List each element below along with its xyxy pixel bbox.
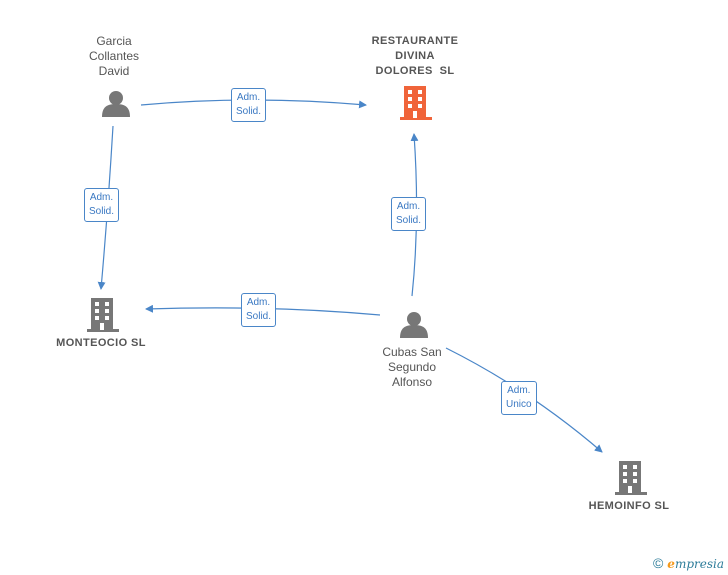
label-line: Solid. xyxy=(89,206,115,217)
copyright-symbol: © xyxy=(652,555,664,571)
edge-label-cubas-monteocio: Adm. Solid. xyxy=(241,293,277,327)
label-line: Unico xyxy=(506,399,532,410)
label-line: Adm. xyxy=(507,385,531,396)
label-line: Segundo xyxy=(387,360,437,374)
company-label-hemoinfo[interactable]: HEMOINFO SL xyxy=(574,499,684,514)
edge-label-cubas-hemoinfo: Adm. Unico xyxy=(501,381,537,415)
label-line: Solid. xyxy=(236,106,262,117)
label-line: DIVINA xyxy=(395,50,435,62)
label-line: RESTAURANTE xyxy=(371,35,459,47)
company-label-monteocio[interactable]: MONTEOCIO SL xyxy=(40,336,162,351)
label-line: Cubas San xyxy=(382,345,442,359)
brand-logo-rest: mpresia xyxy=(674,557,724,571)
footer-brand[interactable]: ©empresia xyxy=(653,555,724,571)
building-icon[interactable] xyxy=(87,298,119,332)
building-icon[interactable] xyxy=(400,86,432,120)
label-line: Adm. xyxy=(246,297,271,308)
company-label-restaurante[interactable]: RESTAURANTE DIVINA DOLORES SL xyxy=(350,34,480,79)
label-line: DOLORES SL xyxy=(375,65,455,77)
person-icon[interactable] xyxy=(400,312,428,338)
label-line: Solid. xyxy=(396,215,422,226)
label-line: Adm. xyxy=(396,201,421,212)
label-line: Solid. xyxy=(246,311,272,322)
edge-label-garcia-monteocio: Adm. Solid. xyxy=(84,188,120,222)
label-line: David xyxy=(98,64,130,78)
brand-logo: empresia xyxy=(667,557,724,571)
edge-label-garcia-restaurante: Adm. Solid. xyxy=(231,88,267,122)
building-icon[interactable] xyxy=(615,461,647,495)
label-line: Alfonso xyxy=(391,375,433,389)
person-icon[interactable] xyxy=(102,91,130,117)
label-line: Garcia xyxy=(96,34,132,48)
edge-label-cubas-restaurante: Adm. Solid. xyxy=(391,197,427,231)
label-line: Collantes xyxy=(88,49,140,63)
person-label-garcia[interactable]: Garcia Collantes David xyxy=(66,34,162,79)
label-line: HEMOINFO SL xyxy=(588,500,670,512)
label-line: Adm. xyxy=(89,192,114,203)
label-line: Adm. xyxy=(236,92,261,103)
brand-logo-initial: e xyxy=(667,557,675,571)
label-line: MONTEOCIO SL xyxy=(56,337,146,349)
person-label-cubas[interactable]: Cubas San Segundo Alfonso xyxy=(364,345,460,390)
